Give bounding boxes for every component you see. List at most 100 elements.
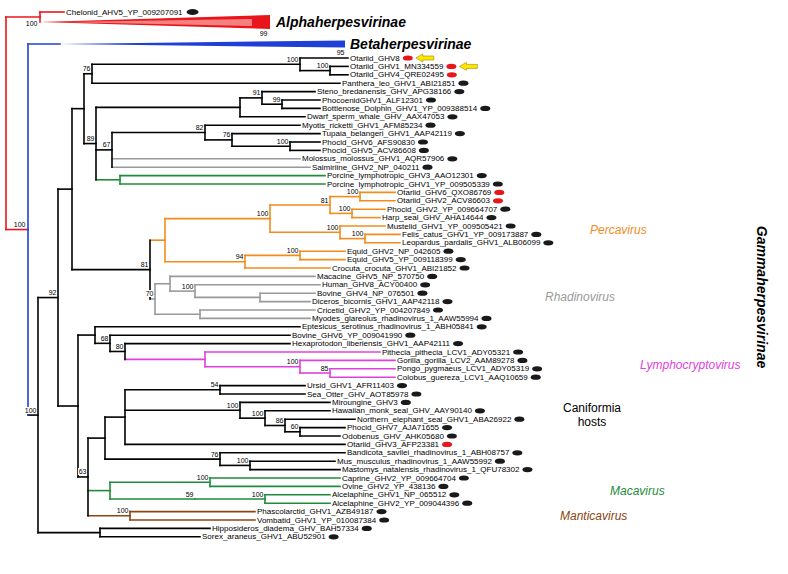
bootstrap-value: 100	[346, 188, 359, 195]
taxon-label: Otariid_GHV1_MN334559	[350, 62, 443, 71]
subfamily-label: Gammaherpesvirinae	[754, 226, 770, 368]
taxon-label: Pongo_pygmaeus_LCV1_ADY05319	[397, 364, 529, 373]
tree-branch	[100, 536, 200, 538]
taxon-label: Miroungine_GHV3	[332, 398, 398, 407]
taxon-label: Steno_bredanensis_GHV_APG38166	[317, 87, 451, 96]
tree-branch	[240, 97, 262, 99]
tree-branch	[210, 477, 340, 479]
tree-branch	[205, 124, 300, 126]
tree-branch	[352, 208, 385, 210]
taxon-label: Tupaia_belangeri_GHV1_AAP42119	[322, 129, 452, 138]
tree-branch	[130, 519, 255, 521]
tree-branch	[130, 511, 255, 513]
tree-branch	[28, 414, 38, 416]
taxon-label: Bandicota_savilei_rhadinovirus_1_ABH0875…	[347, 448, 509, 457]
bootstrap-value: 100	[326, 224, 339, 231]
host-icon	[187, 9, 199, 15]
taxon-label: Ovine_GHV2_YP_438136	[342, 482, 435, 491]
taxon-label: Phocid_GHV6_AFS90830	[322, 138, 415, 147]
bootstrap-value: 70	[145, 290, 154, 297]
tree-branch	[260, 301, 310, 303]
bootstrap-value: 86	[275, 417, 284, 424]
taxon-label: Eptesicus_serotinus_rhadinovirus_1_ABH05…	[302, 322, 474, 331]
tree-branch	[112, 158, 300, 160]
taxon-label: Bottlenose_Dolphin_GHV1_YP_009388514	[322, 104, 477, 113]
bootstrap-value: 60	[290, 423, 299, 430]
host-icon	[422, 165, 432, 170]
bootstrap-value: 100	[286, 358, 299, 365]
bootstrap-value: 100	[181, 283, 194, 290]
taxon-label: Otariid_GHV4_QRE02495	[350, 70, 444, 79]
host-icon	[486, 215, 496, 220]
tree-branch	[330, 368, 395, 370]
host-icon	[443, 249, 453, 254]
bootstrap-value: 100	[338, 205, 351, 212]
tree-branch	[6, 229, 28, 231]
tree-branch	[270, 204, 330, 206]
tree-branch	[170, 276, 315, 278]
taxon-label: Felis_catus_GHV1_YP_009173887	[402, 230, 528, 239]
bootstrap-value: 100	[286, 56, 299, 63]
host-icon	[411, 391, 421, 396]
host-icon	[442, 425, 452, 430]
taxon-label: Caprine_GHV2_YP_009664704	[342, 474, 456, 483]
tree-branch	[300, 259, 345, 261]
tree-branch	[120, 183, 325, 185]
host-icon	[442, 299, 452, 304]
tree-branch	[96, 149, 112, 151]
taxon-label: Sorex_araneus_GHV1_ABU52901	[202, 532, 326, 541]
host-icon	[500, 207, 510, 212]
tree-branch	[200, 318, 310, 320]
tree-branch	[96, 179, 120, 181]
tree-branch	[72, 269, 150, 271]
tree-branch	[220, 452, 345, 454]
tree-branch	[285, 418, 355, 420]
tree-branch	[92, 64, 300, 66]
tree-branch	[300, 427, 345, 429]
taxon-label: Ursid_GHV1_AFR11403	[307, 381, 394, 390]
bootstrap-value: 100	[316, 62, 329, 69]
tree-branch	[270, 232, 340, 234]
host-icon	[495, 459, 505, 464]
taxon-label: Northern_elephant_seal_GHV1_ABA26922	[357, 415, 511, 424]
tree-branch	[285, 431, 300, 433]
bootstrap-value: 99	[259, 30, 268, 37]
tree-branch	[265, 494, 330, 496]
bootstrap-value: 100	[276, 138, 289, 145]
tree-branch	[170, 290, 195, 292]
tree-branch	[205, 139, 232, 141]
host-icon	[447, 114, 457, 119]
host-icon	[426, 97, 436, 102]
host-icon	[512, 450, 522, 455]
tree-branch	[38, 297, 58, 299]
host-icon	[481, 316, 491, 321]
tree-branch	[262, 91, 315, 93]
tree-branch	[96, 107, 240, 109]
taxon-label: Otariid_GHV8	[350, 54, 400, 63]
tree-branch	[300, 250, 345, 252]
genus-label: Lymphocryptovirus	[640, 358, 741, 372]
tree-branch	[220, 393, 305, 395]
host-icon	[506, 223, 516, 228]
host-icon	[493, 181, 503, 186]
tree-branch	[28, 43, 60, 45]
taxon-label: Myotis_ricketti_GHV1_AFM85234	[302, 121, 423, 130]
taxon-label: Phocid_GHV5_ACV86608	[322, 146, 416, 155]
host-icon	[532, 366, 542, 371]
tree-branch	[245, 267, 330, 269]
host-icon	[449, 492, 459, 497]
tree-branch	[150, 239, 165, 241]
bootstrap-value: 63	[78, 468, 87, 475]
taxon-label: Equid_GHV5_YP_009118399	[347, 255, 453, 264]
tree-branch	[250, 469, 340, 471]
tree-branch	[330, 376, 395, 378]
tree-branch	[125, 389, 220, 391]
host-icon	[517, 358, 527, 363]
tree-branch	[300, 57, 348, 59]
host-icon	[417, 291, 427, 296]
host-icon	[447, 72, 457, 77]
taxon-label: Odobenus_GHV_AHK05680	[342, 432, 444, 441]
bootstrap-value: 92	[48, 289, 57, 296]
taxon-label: Bovine_GHV6_YP_009041990	[292, 331, 402, 340]
host-icon	[459, 475, 469, 480]
